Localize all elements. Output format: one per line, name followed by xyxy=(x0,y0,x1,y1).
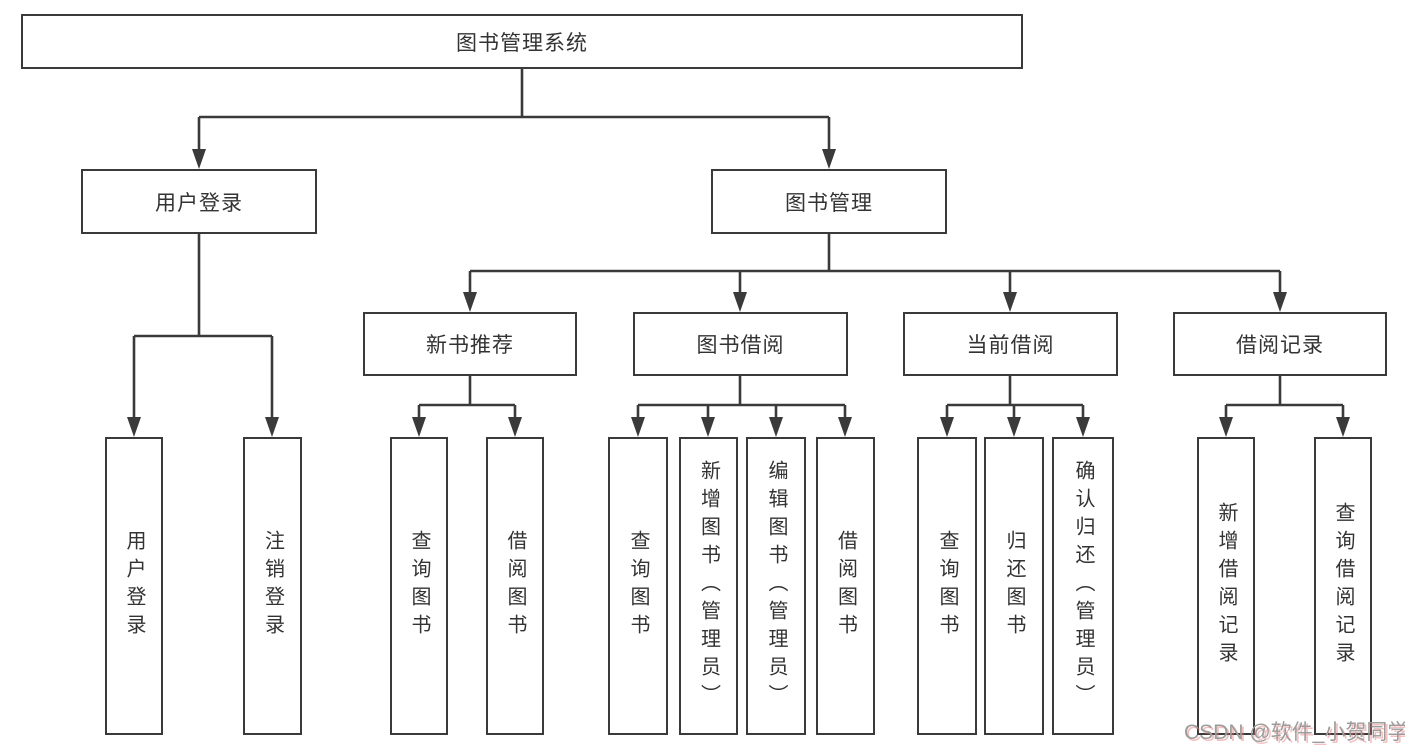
leaf-confirm-return-admin: 确认归还（管理员） xyxy=(1052,437,1114,735)
leaf-label: 查询图书 xyxy=(627,530,649,642)
node-label: 图书管理系统 xyxy=(456,31,588,55)
leaf-label: 新增图书（管理员） xyxy=(697,460,720,712)
leaf-label: 编辑图书（管理员） xyxy=(765,460,787,712)
leaf-label: 新增借阅记录 xyxy=(1215,502,1237,670)
leaf-label: 借阅图书 xyxy=(504,530,526,642)
leaf-label: 借阅图书 xyxy=(834,530,857,642)
leaf-label: 用户登录 xyxy=(123,530,145,642)
leaf-query-borrow-record: 查询借阅记录 xyxy=(1314,437,1372,735)
leaf-query-books-recommend: 查询图书 xyxy=(390,437,448,735)
node-borrowing-records: 借阅记录 xyxy=(1173,312,1387,376)
node-label: 新书推荐 xyxy=(426,334,514,357)
leaf-label: 注销登录 xyxy=(261,530,284,642)
node-new-book-recommendation: 新书推荐 xyxy=(363,312,577,376)
node-label: 借阅记录 xyxy=(1236,334,1324,357)
leaf-label: 确认归还（管理员） xyxy=(1072,460,1094,712)
leaf-user-login: 用户登录 xyxy=(105,437,163,735)
leaf-borrow-books-borrowing: 借阅图书 xyxy=(816,437,875,735)
leaf-query-books-current: 查询图书 xyxy=(917,437,977,735)
node-book-borrowing: 图书借阅 xyxy=(633,312,848,376)
watermark-csdn: CSDN @软件_小贺同学 xyxy=(1184,721,1405,744)
leaf-borrow-books-recommend: 借阅图书 xyxy=(486,437,544,735)
node-library-management-system: 图书管理系统 xyxy=(21,14,1023,69)
node-label: 图书管理 xyxy=(785,191,873,215)
leaf-add-borrow-record: 新增借阅记录 xyxy=(1197,437,1255,735)
leaf-logout: 注销登录 xyxy=(243,437,302,735)
node-book-management: 图书管理 xyxy=(711,169,947,234)
leaf-label: 查询借阅记录 xyxy=(1332,502,1354,670)
leaf-label: 查询图书 xyxy=(936,530,958,642)
node-label: 用户登录 xyxy=(155,191,243,215)
node-user-login: 用户登录 xyxy=(81,169,317,234)
node-label: 图书借阅 xyxy=(696,334,785,357)
leaf-add-books-admin: 新增图书（管理员） xyxy=(679,437,738,735)
leaf-edit-books-admin: 编辑图书（管理员） xyxy=(746,437,806,735)
leaf-return-books: 归还图书 xyxy=(984,437,1044,735)
node-current-borrowing: 当前借阅 xyxy=(903,312,1118,376)
leaf-label: 查询图书 xyxy=(408,530,430,642)
leaf-label: 归还图书 xyxy=(1003,530,1025,642)
leaf-query-books-borrowing: 查询图书 xyxy=(608,437,668,735)
node-label: 当前借阅 xyxy=(966,334,1055,357)
